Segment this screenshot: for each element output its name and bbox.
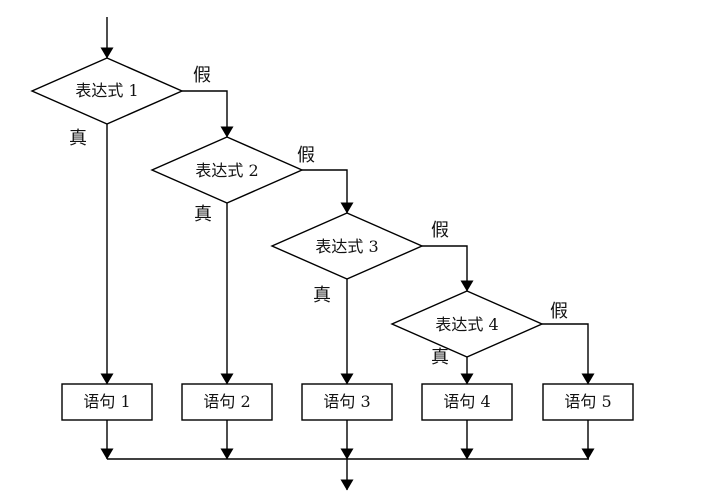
statement-box-2 <box>181 383 273 421</box>
decision-label-2: 表达式 2 <box>195 161 259 180</box>
statement-label-4: 语句 4 <box>443 392 491 411</box>
edge-d2-false-arrow <box>302 169 354 214</box>
false-label-4: 假 <box>550 301 568 322</box>
statement-box-4 <box>421 383 513 421</box>
decision-label-3: 表达式 3 <box>315 237 379 256</box>
false-label-2: 假 <box>297 145 315 166</box>
true-label-2: 真 <box>194 204 212 225</box>
statement-label-2: 语句 2 <box>203 392 251 411</box>
decision-diamond-3 <box>270 212 424 280</box>
true-label-3: 真 <box>313 285 331 306</box>
edge-d1-false-arrow <box>182 90 234 138</box>
edge-d3-false-arrow <box>422 245 474 292</box>
statement-label-1: 语句 1 <box>83 392 131 411</box>
false-label-1: 假 <box>193 65 211 86</box>
statement-box-5 <box>542 383 634 421</box>
decision-diamond-4 <box>390 290 544 358</box>
decision-diamond-1 <box>30 57 184 125</box>
statement-label-5: 语句 5 <box>564 392 612 411</box>
false-label-3: 假 <box>431 220 449 241</box>
decision-diamond-2 <box>150 136 304 204</box>
decision-label-4: 表达式 4 <box>435 315 499 334</box>
statement-box-1 <box>61 383 153 421</box>
true-label-1: 真 <box>69 128 87 149</box>
true-label-4: 真 <box>431 347 449 368</box>
statement-label-3: 语句 3 <box>323 392 371 411</box>
decision-label-1: 表达式 1 <box>75 81 139 100</box>
statement-box-3 <box>301 383 393 421</box>
edge-d4-false-arrow <box>542 323 595 385</box>
